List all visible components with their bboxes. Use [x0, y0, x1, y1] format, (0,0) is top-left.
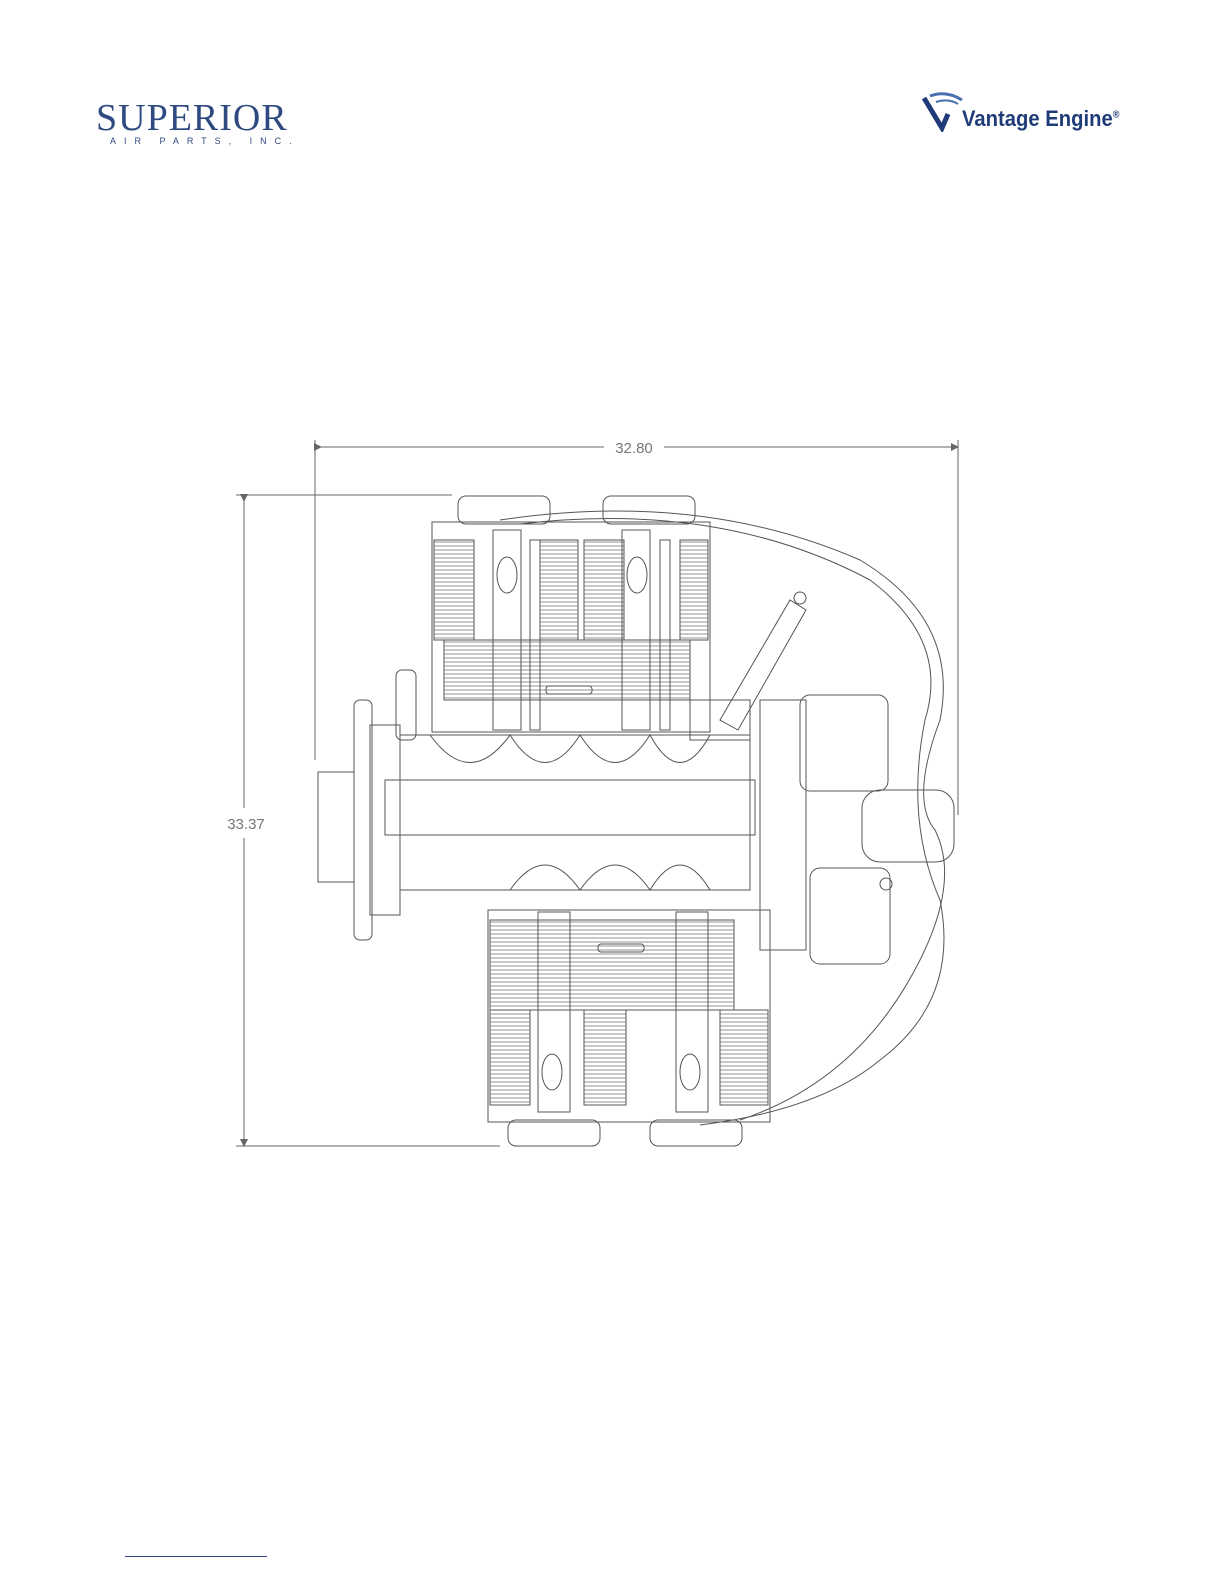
- pushrod-tube: [660, 540, 670, 730]
- cooling-fins: [444, 640, 690, 700]
- alternator-pulley: [396, 670, 416, 740]
- width-dimension-label: 32.80: [615, 440, 653, 457]
- dipstick-tube: [720, 600, 806, 730]
- cooling-fins: [434, 540, 474, 640]
- cooling-fins: [490, 920, 734, 1010]
- cooling-fins: [584, 540, 624, 640]
- crankcase-lobes: [430, 735, 710, 763]
- dipstick-cap: [794, 592, 806, 604]
- cooling-fins: [720, 1010, 768, 1105]
- oil-filter: [862, 790, 954, 862]
- cooling-fins: [540, 540, 578, 640]
- spark-plug: [542, 1054, 562, 1090]
- magneto: [800, 695, 888, 791]
- crankcase: [400, 735, 750, 890]
- spark-plug: [680, 1054, 700, 1090]
- engine-outline: [318, 496, 954, 1146]
- magneto: [810, 868, 890, 964]
- spark-plug: [627, 557, 647, 593]
- valve-cover: [650, 1120, 742, 1146]
- crankshaft-stub: [318, 772, 354, 882]
- accessory-case: [760, 700, 806, 950]
- footer-rule: [125, 1556, 267, 1557]
- height-dimension-label: 33.37: [227, 816, 265, 833]
- prop-flange: [354, 700, 372, 940]
- pushrod-tube: [530, 540, 540, 730]
- spark-plug: [497, 557, 517, 593]
- crankcase-seam: [385, 780, 755, 835]
- valve-cover: [508, 1120, 600, 1146]
- cooling-fins: [584, 1010, 626, 1105]
- cooling-fins: [680, 540, 708, 640]
- cooling-fins: [490, 1010, 530, 1105]
- crankcase-lobes: [510, 865, 710, 890]
